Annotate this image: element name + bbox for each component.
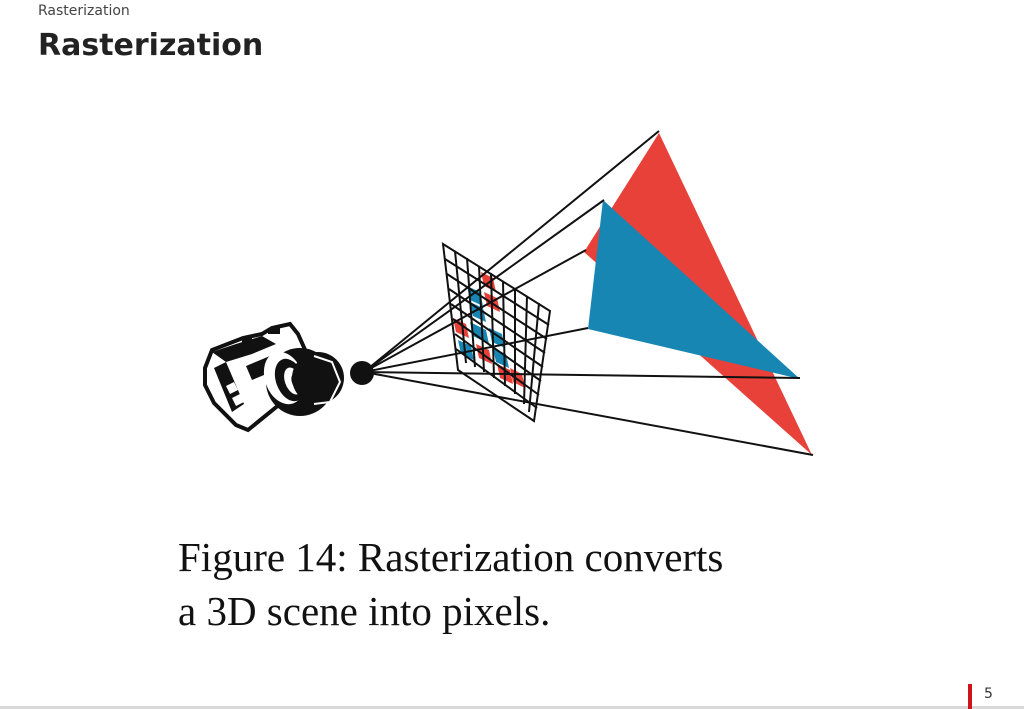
caption-line-2: a 3D scene into pixels. <box>178 588 551 634</box>
center-of-projection <box>350 361 374 385</box>
figure-caption: Figure 14: Rasterization converts a 3D s… <box>178 530 723 638</box>
projection-lines <box>363 130 814 456</box>
caption-line-1: Figure 14: Rasterization converts <box>178 534 724 580</box>
footer-divider <box>0 706 1024 709</box>
blue-triangle <box>588 200 800 379</box>
breadcrumb: Rasterization <box>38 3 130 19</box>
page-title: Rasterization <box>38 28 264 63</box>
page-marker <box>968 684 972 709</box>
page-number: 5 <box>984 686 993 702</box>
camera-icon <box>203 321 344 433</box>
